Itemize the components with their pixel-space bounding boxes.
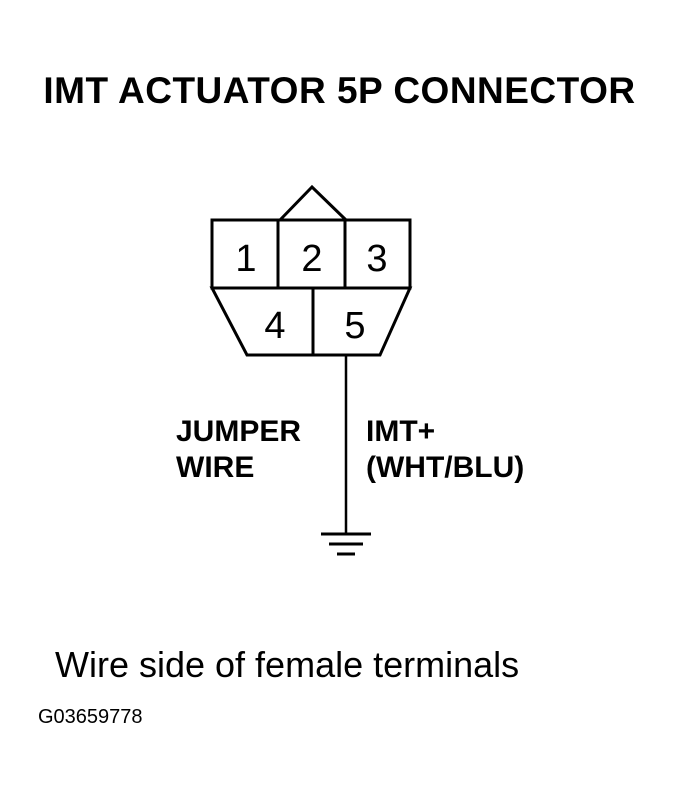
connector-top-row — [210, 218, 412, 290]
imt-wire-label: IMT+ (WHT/BLU) — [366, 414, 524, 486]
jumper-label-line1: JUMPER — [176, 415, 302, 448]
terminal-4-number: 4 — [264, 305, 285, 347]
connector-bottom-row — [209, 286, 413, 357]
connector-lock-tab — [278, 184, 348, 222]
figure-code: G03659778 — [38, 706, 143, 728]
diagram-title: IMT ACTUATOR 5P CONNECTOR — [43, 70, 636, 111]
imt-label-line1: IMT+ — [366, 415, 436, 448]
jumper-wire-label: JUMPER WIRE — [176, 414, 301, 486]
ground-icon — [321, 532, 371, 556]
terminal-3-number: 3 — [366, 238, 387, 280]
terminal-1-number: 1 — [235, 238, 256, 280]
imt-label-line2: (WHT/BLU) — [366, 451, 525, 484]
jumper-label-line2: WIRE — [176, 451, 255, 484]
view-caption: Wire side of female terminals — [55, 644, 520, 685]
terminal-5-number: 5 — [344, 305, 365, 347]
terminal-2-number: 2 — [301, 238, 322, 280]
